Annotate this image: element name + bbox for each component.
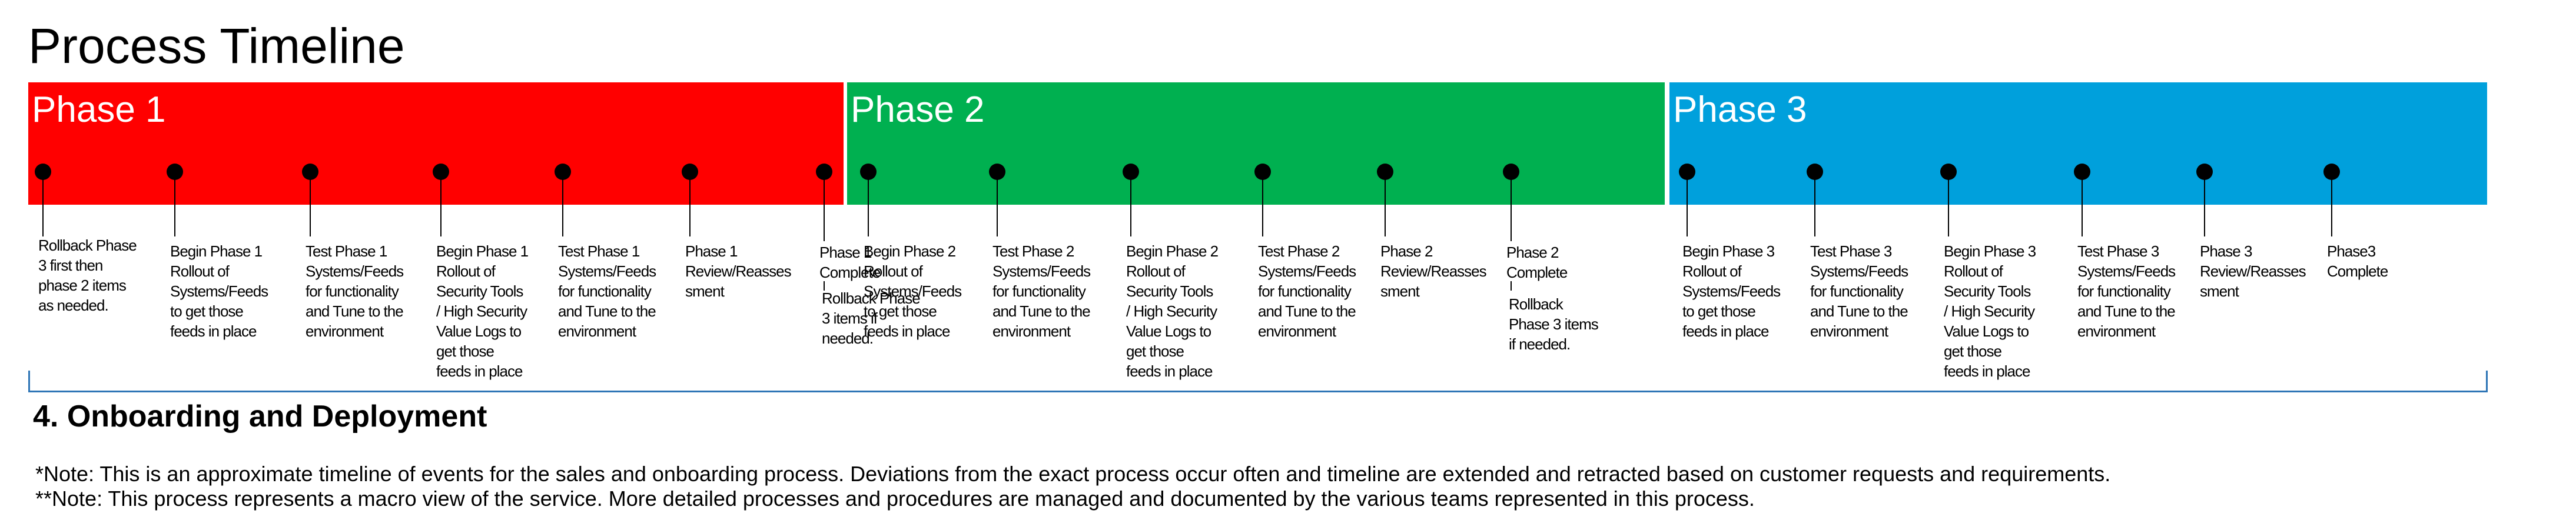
milestone-dot: [433, 164, 449, 180]
milestone-stem: [1814, 172, 1815, 236]
milestone-stem: [997, 172, 998, 236]
milestone-stem: [174, 172, 175, 236]
milestone-dot: [1254, 164, 1271, 180]
milestone-label: Rollback Phase 3 first then phase 2 item…: [38, 236, 137, 314]
milestone-label: Test Phase 1 Systems/Feeds for functiona…: [306, 242, 404, 340]
milestone-stem: [562, 172, 563, 236]
milestone-dot: [2074, 164, 2090, 180]
milestone-stem: [2204, 172, 2205, 236]
milestone-stem: [2082, 172, 2083, 236]
rollback-tick: [1511, 281, 1512, 291]
milestone-dot: [1940, 164, 1957, 180]
milestone-stem: [689, 172, 691, 236]
milestone-stem: [868, 172, 869, 236]
milestone-label: Phase 3 Review/Reasses sment: [2200, 242, 2306, 300]
milestone-stem: [310, 172, 311, 236]
milestone-stem: [42, 172, 44, 236]
milestone-dot: [1377, 164, 1393, 180]
milestone-label: Phase 2 Review/Reasses sment: [1380, 242, 1487, 300]
phase-bar-3: Phase 3: [1669, 82, 2487, 205]
milestone-label: Phase3 Complete: [2327, 242, 2388, 280]
milestone-dot: [555, 164, 571, 180]
milestone-label: Test Phase 2 Systems/Feeds for functiona…: [1258, 242, 1356, 340]
rollback-label: Rollback Phase 3 items if needed.: [1509, 295, 1599, 353]
bracket-right-end: [2486, 371, 2488, 392]
milestone-label: Test Phase 3 Systems/Feeds for functiona…: [1810, 242, 1908, 340]
note-1: *Note: This is an approximate timeline o…: [35, 462, 2111, 486]
milestone-dot: [860, 164, 877, 180]
milestone-label: Begin Phase 2 Rollout of Systems/Feeds t…: [864, 242, 962, 340]
phase-bar-1: Phase 1: [28, 82, 844, 205]
phase-bar-2: Phase 2: [847, 82, 1665, 205]
milestone-stem: [1511, 172, 1512, 241]
milestone-stem: [1948, 172, 1949, 236]
milestone-dot: [682, 164, 698, 180]
milestone-label: Phase 1 Complete: [819, 244, 881, 281]
milestone-label: Phase 2 Complete: [1506, 244, 1568, 281]
page-title: Process Timeline: [28, 18, 405, 74]
milestone-label: Begin Phase 3 Rollout of Security Tools …: [1944, 242, 2036, 380]
rollback-label: Rollback Phase 3 items if needed.: [822, 289, 921, 347]
milestone-dot: [2323, 164, 2340, 180]
milestone-stem: [440, 172, 441, 236]
phase-label: Phase 3: [1673, 89, 1807, 130]
milestone-stem: [1687, 172, 1688, 236]
section-title: 4. Onboarding and Deployment: [33, 399, 487, 434]
milestone-dot: [35, 164, 51, 180]
milestone-dot: [1807, 164, 1823, 180]
milestone-label: Test Phase 1 Systems/Feeds for functiona…: [558, 242, 656, 340]
milestone-stem: [824, 172, 825, 241]
milestone-dot: [1503, 164, 1519, 180]
phase-label: Phase 1: [32, 89, 166, 130]
milestone-dot: [167, 164, 183, 180]
milestone-label: Begin Phase 1 Rollout of Systems/Feeds t…: [170, 242, 268, 340]
milestone-dot: [816, 164, 832, 180]
rollback-tick: [824, 281, 825, 291]
milestone-stem: [2331, 172, 2332, 236]
milestone-dot: [1679, 164, 1695, 180]
milestone-dot: [2196, 164, 2213, 180]
milestone-stem: [1262, 172, 1263, 236]
milestone-dot: [302, 164, 318, 180]
note-2: **Note: This process represents a macro …: [35, 486, 1755, 511]
bracket-line: [28, 391, 2488, 392]
milestone-label: Test Phase 3 Systems/Feeds for functiona…: [2077, 242, 2176, 340]
milestone-stem: [1130, 172, 1131, 236]
milestone-label: Begin Phase 2 Rollout of Security Tools …: [1126, 242, 1219, 380]
milestone-dot: [989, 164, 1005, 180]
bracket-left-end: [28, 371, 30, 392]
milestone-label: Begin Phase 1 Rollout of Security Tools …: [436, 242, 529, 380]
milestone-label: Test Phase 2 Systems/Feeds for functiona…: [992, 242, 1091, 340]
milestone-label: Begin Phase 3 Rollout of Systems/Feeds t…: [1682, 242, 1781, 340]
milestone-dot: [1123, 164, 1139, 180]
phase-label: Phase 2: [851, 89, 985, 130]
milestone-label: Phase 1 Review/Reasses sment: [685, 242, 792, 300]
milestone-stem: [1385, 172, 1386, 236]
